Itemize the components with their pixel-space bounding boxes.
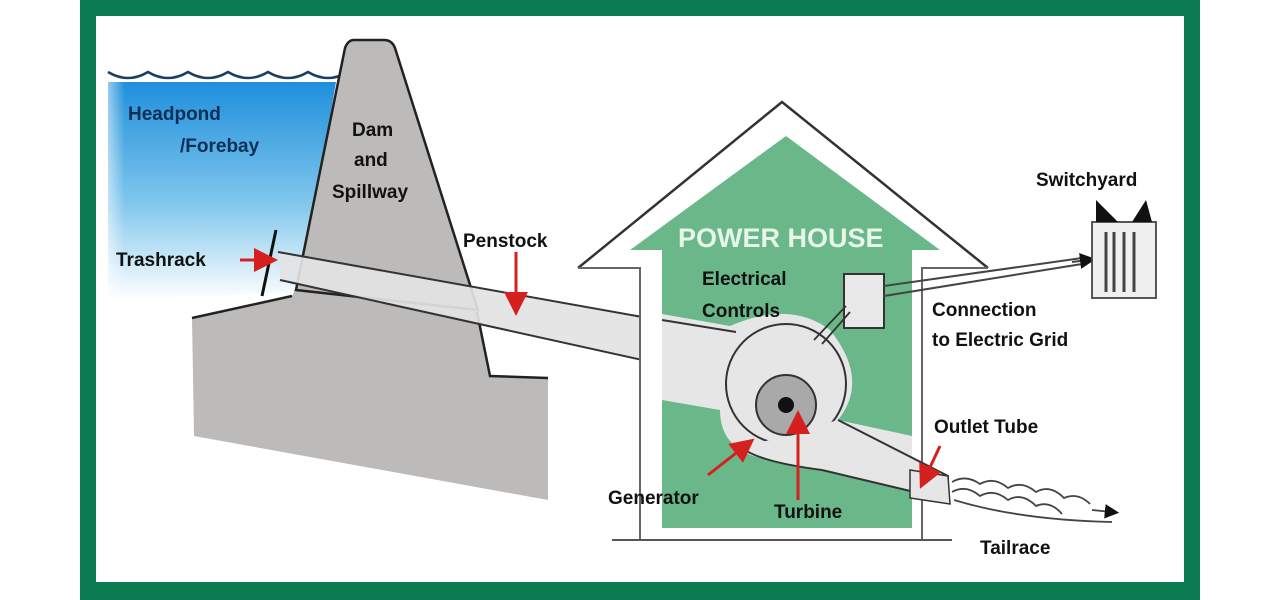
pointer-arrows — [240, 248, 942, 500]
headpond-water — [96, 69, 351, 302]
turbine-hub — [778, 397, 794, 413]
dam-foundation — [192, 282, 548, 500]
label-dam: Dam — [352, 120, 393, 141]
label-connection: Connection — [932, 300, 1037, 321]
label-controls: Controls — [702, 301, 780, 322]
water-surface-waves — [107, 69, 351, 81]
label-switchyard: Switchyard — [1036, 170, 1137, 191]
label-dam-and: and — [354, 150, 388, 171]
label-trashrack: Trashrack — [116, 250, 206, 271]
outlet-tube-pointer — [919, 445, 942, 489]
label-forebay: /Forebay — [180, 136, 260, 157]
electrical-controls-box — [843, 273, 885, 329]
label-turbine: Turbine — [774, 502, 842, 523]
label-outlet-tube: Outlet Tube — [934, 417, 1038, 438]
tailrace-water — [951, 477, 1120, 523]
label-power-house: POWER HOUSE — [678, 223, 884, 253]
label-electrical: Electrical — [702, 269, 787, 290]
label-generator: Generator — [608, 488, 699, 509]
generator-pointer — [707, 438, 755, 477]
label-tailrace: Tailrace — [980, 538, 1050, 559]
grid-connection-cable — [883, 253, 1096, 297]
label-penstock: Penstock — [463, 231, 548, 252]
outlet-tube — [909, 469, 951, 505]
label-headpond: Headpond — [128, 104, 221, 125]
label-spillway: Spillway — [332, 182, 408, 203]
switchyard-icon — [1091, 200, 1157, 299]
label-electric-grid: to Electric Grid — [932, 330, 1068, 351]
